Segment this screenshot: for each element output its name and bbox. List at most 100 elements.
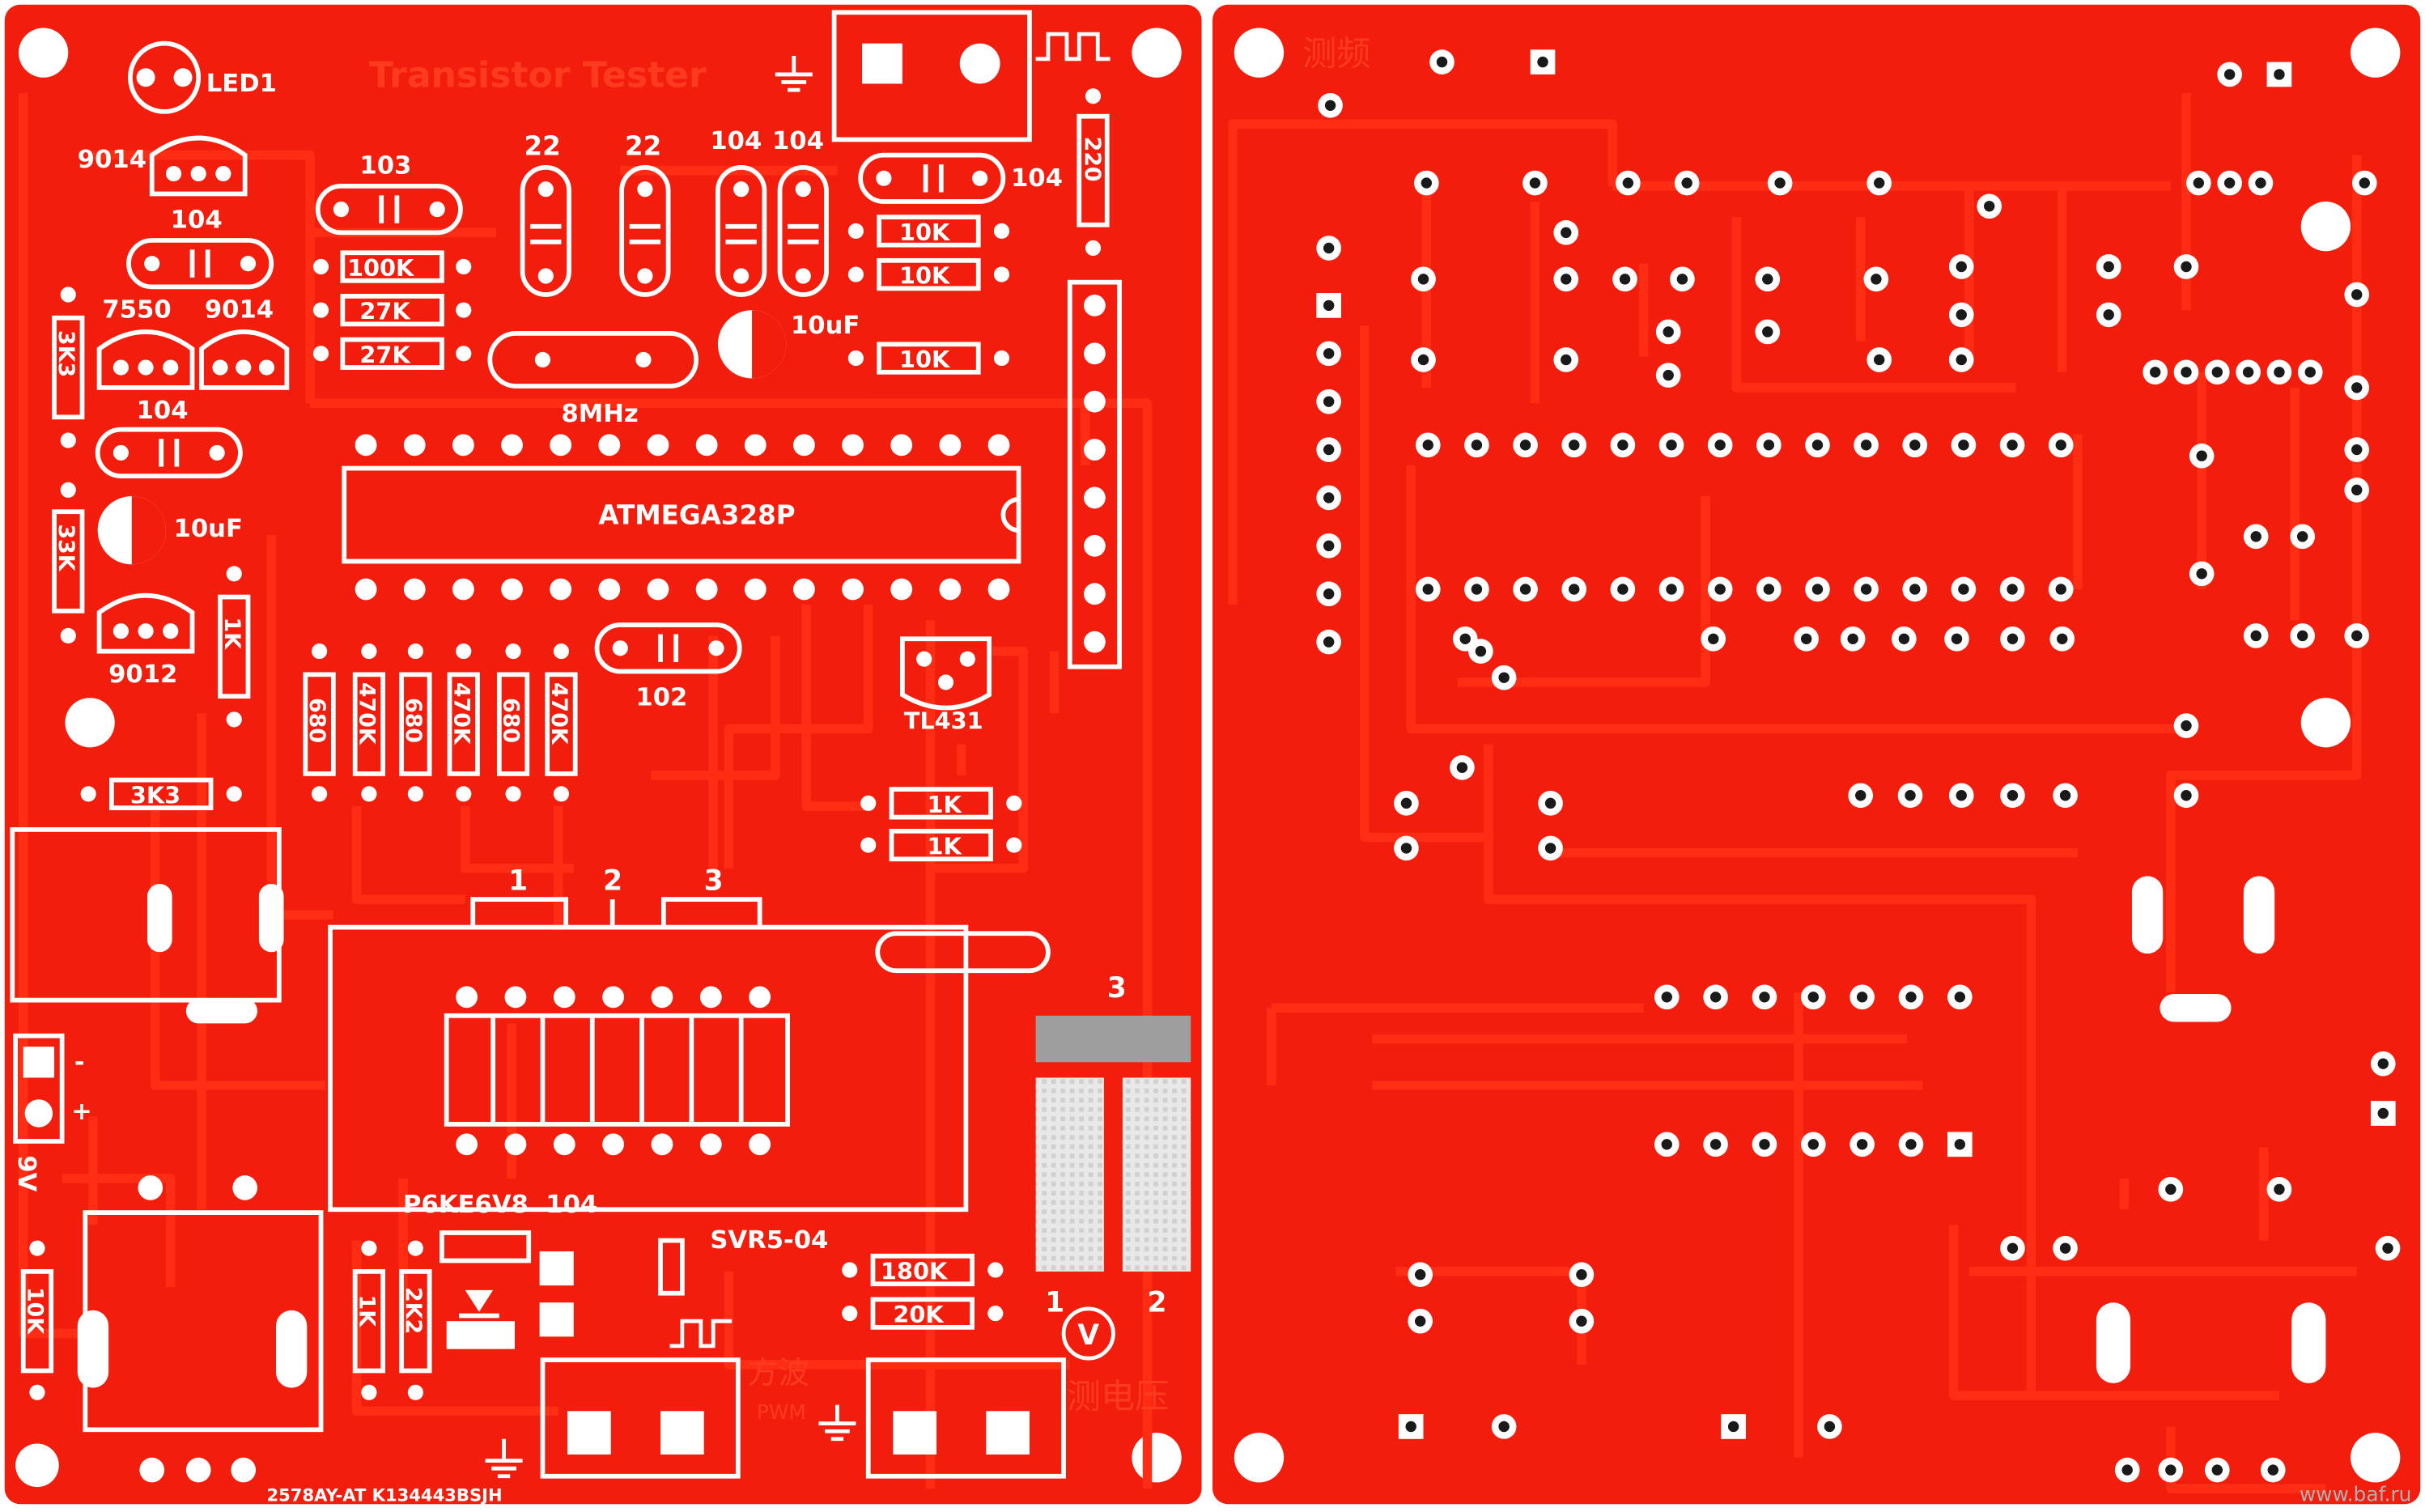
drill-hole (1414, 1269, 1426, 1281)
lcd-pad (1122, 1077, 1191, 1272)
back-slot (2291, 1302, 2326, 1383)
pad (501, 578, 523, 601)
ecap-label: 10uF (174, 515, 243, 543)
resistor-label: 1K (928, 791, 963, 818)
mount-hole (1132, 28, 1182, 78)
test-pin-markers (470, 897, 762, 928)
resistor-label: 180K (881, 1257, 949, 1285)
mount-hole (2351, 28, 2401, 78)
drill-hole (2103, 261, 2114, 273)
drill-hole (2296, 630, 2308, 642)
pad (651, 986, 673, 1009)
smd-pad (539, 1302, 574, 1337)
pwm-cn-label: 方波 (747, 1355, 809, 1391)
drill-hole (1619, 274, 1631, 285)
board-title: Transistor Tester (369, 54, 707, 96)
drill-hole (1714, 584, 1726, 595)
pad (1084, 342, 1106, 365)
pwm-wave-icon (669, 1319, 733, 1348)
switch-slot (147, 883, 172, 953)
drill-hole (1323, 396, 1335, 407)
drill-hole (2007, 584, 2018, 595)
drill-hole (2211, 1464, 2223, 1476)
volt-connector (865, 1357, 1066, 1479)
socket-outline (328, 924, 969, 1213)
transistor-label: 9014 (78, 146, 147, 174)
drill-hole (2250, 630, 2261, 642)
drill-hole (1417, 354, 1429, 366)
drill-hole (1323, 348, 1335, 359)
drill-hole (1561, 274, 1572, 285)
drill-hole (2377, 1058, 2389, 1069)
drill-hole (1847, 633, 1858, 644)
top-connector-pad (862, 43, 902, 84)
drill-hole (1569, 440, 1580, 451)
pad (550, 578, 572, 601)
drill-hole (2382, 1242, 2393, 1254)
drill-hole (1762, 274, 1773, 285)
drill-hole (1405, 1421, 1416, 1433)
pad-number: 3 (1107, 972, 1127, 1004)
drill-hole (2007, 633, 2019, 644)
svr-label: SVR5-04 (710, 1226, 828, 1255)
drill-hole (1905, 790, 1916, 801)
drill-hole (2267, 1464, 2278, 1476)
test-pin-label: 3 (704, 865, 724, 898)
drill-hole (1676, 274, 1688, 285)
drill-hole (1956, 354, 1967, 366)
mcu-pins (355, 434, 1010, 601)
drill-hole (1954, 992, 1966, 1003)
pad (355, 434, 377, 457)
drill-hole (1471, 584, 1483, 595)
drill-hole (1569, 584, 1580, 595)
resistor-label: 2K2 (401, 1287, 426, 1334)
pad (598, 578, 621, 601)
drill-hole (1421, 177, 1433, 189)
lcd-pad (1035, 1077, 1104, 1272)
pad (842, 578, 864, 601)
drill-hole (2103, 309, 2114, 321)
pad (651, 1133, 673, 1156)
drill-hole (1709, 1139, 1722, 1150)
pad (602, 1133, 625, 1156)
drill-hole (2059, 1242, 2071, 1254)
drill-hole (1323, 540, 1335, 552)
drill-hole (1871, 274, 1882, 285)
drill-hole (1519, 440, 1531, 451)
led-footprint (128, 40, 202, 114)
drill-hole (1763, 440, 1775, 451)
resistor-label: 100K (347, 254, 415, 282)
pad (1084, 439, 1106, 461)
tvs-label: P6KE6V8 (403, 1191, 529, 1219)
drill-hole (1544, 797, 1557, 809)
drill-hole (1855, 790, 1867, 801)
drill-hole (2165, 1183, 2177, 1196)
drill-hole (1498, 1421, 1510, 1433)
drill-hole (1323, 242, 1335, 254)
smd-pad (539, 1251, 574, 1286)
pad (744, 434, 767, 457)
drill-hole (1544, 843, 1557, 854)
drill-hole (1763, 584, 1775, 595)
smd-pad (446, 1321, 515, 1349)
cap-label: 22 (524, 131, 560, 162)
drill-hole (1475, 645, 1487, 657)
encoder-pad (232, 1175, 257, 1200)
drill-hole (1909, 440, 1921, 451)
drill-hole (2255, 177, 2266, 189)
pad (1084, 294, 1106, 316)
mount-hole (2351, 1433, 2401, 1483)
pwm-pad (660, 1411, 704, 1455)
drill-hole (2296, 531, 2308, 542)
drill-hole (1661, 992, 1672, 1003)
volt-pad (893, 1411, 937, 1455)
drill-hole (2223, 177, 2236, 189)
drill-hole (1954, 1139, 1966, 1150)
drill-hole (2055, 584, 2066, 595)
drill-hole (1422, 584, 1433, 595)
header-pins (1084, 294, 1106, 653)
drill-hole (1537, 56, 1548, 68)
pad (504, 1133, 527, 1156)
mount-hole (1132, 1433, 1182, 1483)
